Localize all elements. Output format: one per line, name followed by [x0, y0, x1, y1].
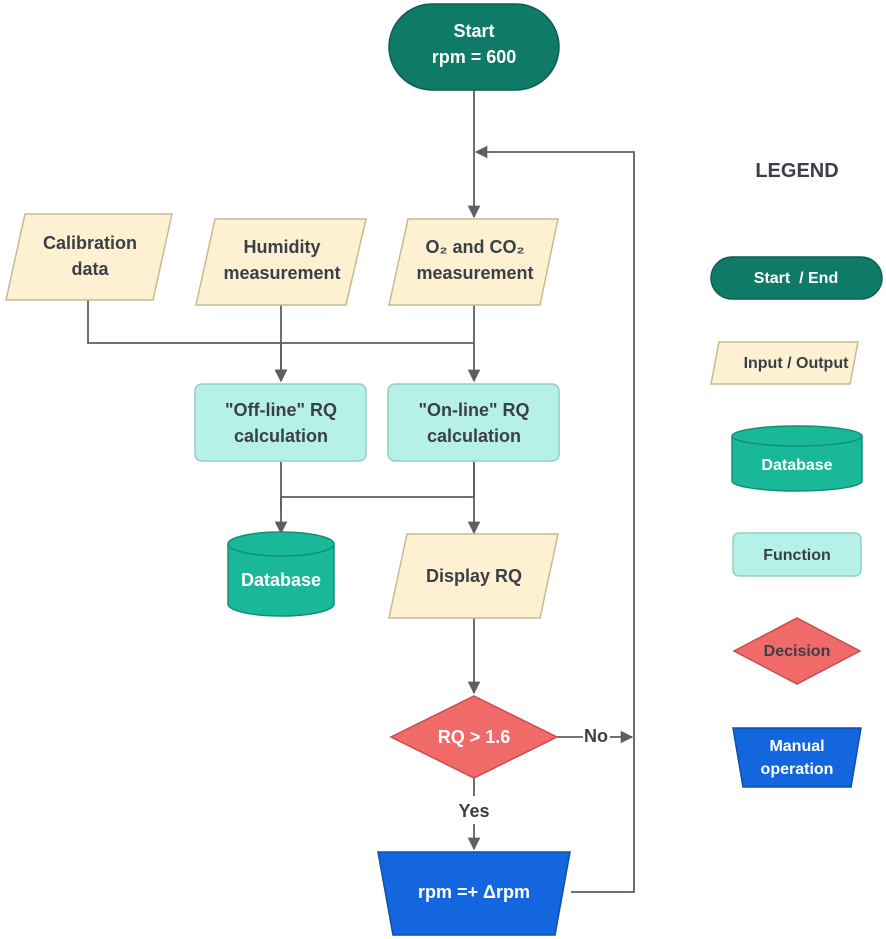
legend-database-label: Database	[761, 457, 832, 474]
legend-manual-line1: Manual	[769, 738, 824, 755]
legend-manual-line2: operation	[761, 761, 834, 778]
database-label: Database	[241, 570, 321, 590]
calibration-line1: Calibration	[43, 233, 137, 253]
humidity-line1: Humidity	[243, 237, 320, 257]
offline-line2: calculation	[234, 426, 328, 446]
function-online: "On-line" RQ calculation	[387, 383, 560, 462]
legend-start-end-label: Start / End	[754, 270, 838, 287]
online-line1: "On-line" RQ	[418, 400, 529, 420]
manual-label: rpm =+ Δrpm	[418, 882, 530, 902]
display-label: Display RQ	[426, 566, 522, 586]
manual-node: rpm =+ Δrpm	[377, 851, 571, 936]
connector-online-to-database	[280, 462, 475, 510]
display-node: Display RQ	[388, 533, 559, 619]
connectors	[87, 90, 635, 893]
legend-function: Function	[732, 532, 862, 577]
input-humidity: Humidity measurement	[195, 218, 367, 306]
legend-database: Database	[731, 425, 863, 492]
legend-decision: Decision	[732, 617, 862, 685]
gas-line1: O₂ and CO₂	[426, 237, 525, 257]
decision-no-label: No	[584, 726, 608, 746]
start-label-line2: rpm = 600	[432, 47, 517, 67]
legend-decision-label: Decision	[764, 643, 831, 660]
decision-label: RQ > 1.6	[438, 727, 511, 747]
legend-function-label: Function	[763, 547, 831, 564]
legend: LEGEND Start / End Input / Output Databa…	[710, 160, 883, 788]
legend-input-output-label: Input / Output	[744, 355, 850, 372]
start-node: Start rpm = 600	[388, 3, 560, 91]
start-label-line1: Start	[453, 21, 494, 41]
humidity-line2: measurement	[223, 263, 340, 283]
function-offline: "Off-line" RQ calculation	[194, 383, 367, 462]
legend-input-output: Input / Output	[710, 341, 859, 385]
connector-calibration-to-offline	[87, 300, 288, 383]
legend-manual: Manual operation	[732, 727, 862, 788]
legend-start-end: Start / End	[710, 256, 883, 300]
legend-title: LEGEND	[755, 160, 838, 182]
input-gas: O₂ and CO₂ measurement	[388, 218, 559, 306]
offline-line1: "Off-line" RQ	[225, 400, 337, 420]
input-calibration: Calibration data	[5, 213, 173, 301]
decision-node: RQ > 1.6	[389, 695, 559, 779]
database-node: Database	[227, 531, 335, 617]
calibration-line2: data	[71, 259, 109, 279]
online-line2: calculation	[427, 426, 521, 446]
decision-yes-label: Yes	[458, 801, 489, 821]
connector-loop-back	[474, 145, 635, 893]
gas-line2: measurement	[416, 263, 533, 283]
